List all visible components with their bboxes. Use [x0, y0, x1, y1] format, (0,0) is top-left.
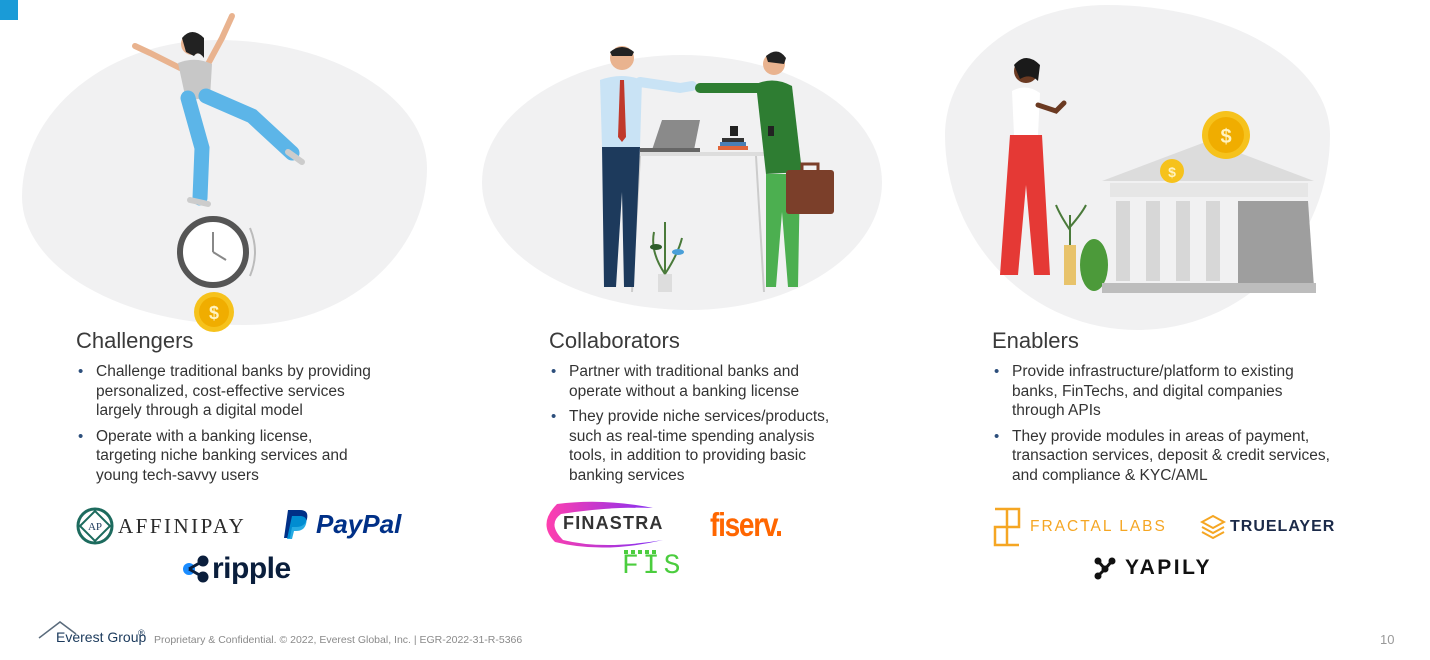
collaborators-bullet-1: Partner with traditional banks and opera… [549, 362, 834, 401]
collaborators-illustration [600, 46, 834, 293]
everest-group-wordmark: Everest Group [56, 629, 147, 645]
ripple-logo: ripple [182, 552, 291, 586]
enablers-bullet-2: They provide modules in areas of payment… [992, 427, 1332, 486]
yapily-wordmark: YAPILY [1125, 556, 1212, 579]
corner-accent [0, 0, 18, 20]
everest-group-logo: Everest Group ® [38, 620, 148, 650]
fis-dots-icon [624, 550, 656, 554]
paypal-p-icon [284, 510, 308, 539]
enablers-title: Enablers [992, 328, 1079, 353]
svg-text:$: $ [209, 303, 219, 323]
collaborators-bullet-2: They provide niche services/products, su… [549, 407, 849, 485]
svg-text:$: $ [1168, 164, 1176, 180]
everest-registered-mark: ® [138, 628, 145, 638]
finastra-wordmark: FINASTRA [563, 513, 664, 533]
truelayer-logo: TRUELAYER [1200, 514, 1335, 540]
affinipay-emblem-icon: AP [76, 507, 114, 545]
challengers-column: Challengers Challenge traditional banks … [76, 328, 476, 491]
yapily-logo: YAPILY [1093, 556, 1212, 580]
svg-text:$: $ [1220, 126, 1231, 148]
svg-text:AP: AP [88, 521, 102, 533]
collaborators-bullets: Partner with traditional banks and opera… [549, 362, 949, 485]
affinipay-logo: AP AFFINIPAY [76, 507, 246, 545]
paypal-wordmark: PayPal [316, 508, 402, 539]
collaborators-title: Collaborators [549, 328, 680, 353]
page-number: 10 [1380, 632, 1395, 647]
finastra-swoosh-icon [546, 501, 663, 548]
footer-copyright: Proprietary & Confidential. © 2022, Ever… [154, 634, 523, 646]
enablers-bullet-1: Provide infrastructure/platform to exist… [992, 362, 1317, 421]
finastra-logo: FINASTRA [543, 500, 663, 548]
fis-logo: FIS [622, 550, 684, 581]
enablers-column: Enablers Provide infrastructure/platform… [992, 328, 1392, 491]
ripple-wordmark: ripple [212, 552, 291, 585]
fiserv-wordmark: fiserv. [710, 506, 783, 543]
challengers-bullets: Challenge traditional banks by providing… [76, 362, 476, 485]
collaborators-column: Collaborators Partner with traditional b… [549, 328, 949, 491]
fractal-labs-logo: FRACTAL LABS [992, 506, 1167, 548]
challengers-bullet-1: Challenge traditional banks by providing… [76, 362, 376, 421]
fractal-f-icon [993, 507, 1021, 547]
challengers-illustration: $ [132, 13, 305, 332]
fiserv-logo: fiserv. [710, 506, 794, 544]
fractal-labs-wordmark: FRACTAL LABS [1030, 518, 1167, 535]
ripple-node-icon [183, 555, 209, 583]
truelayer-stack-icon [1200, 514, 1226, 540]
fis-wordmark: FIS [622, 551, 685, 582]
yapily-mark-icon [1094, 557, 1116, 580]
challengers-bullet-2: Operate with a banking license, targetin… [76, 427, 376, 486]
paypal-logo: PayPal [282, 508, 401, 540]
enablers-illustration: $ $ [1000, 58, 1316, 293]
enablers-bullets: Provide infrastructure/platform to exist… [992, 362, 1392, 485]
challengers-title: Challengers [76, 328, 194, 353]
affinipay-wordmark: AFFINIPAY [118, 513, 247, 538]
truelayer-wordmark: TRUELAYER [1230, 518, 1336, 535]
everest-mountain-icon [38, 621, 77, 639]
